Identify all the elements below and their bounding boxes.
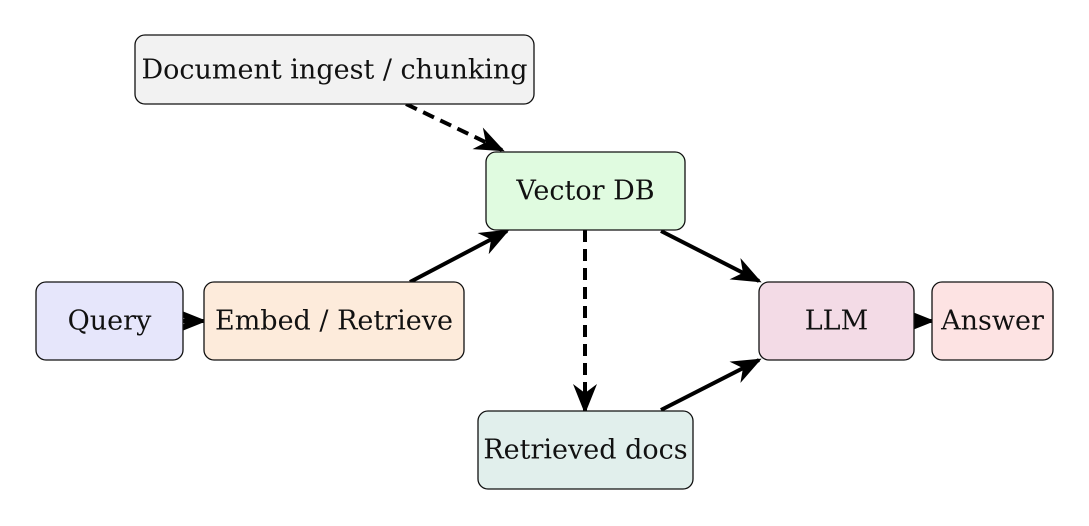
- node-answer-box: [931, 281, 1054, 361]
- edge-embed-to-vectordb: [409, 229, 510, 284]
- node-query-label: Query: [68, 306, 152, 337]
- node-query-box: [35, 281, 184, 361]
- node-query: Query: [35, 281, 184, 361]
- node-retrieved-docs: Retrieved docs: [477, 410, 694, 490]
- node-embed-retrieve-label: Embed / Retrieve: [215, 306, 453, 337]
- node-retrieved-docs-box: [477, 410, 694, 490]
- edge-vectordb-to-llm: [660, 229, 762, 283]
- node-embed-retrieve: Embed / Retrieve: [203, 281, 465, 361]
- node-vector-db-label: Vector DB: [515, 176, 654, 207]
- node-document-ingest: Document ingest / chunking: [134, 34, 535, 105]
- node-llm-box: [758, 281, 915, 361]
- edge-docs-to-llm: [660, 358, 762, 412]
- edge-ingest-to-vectordb: [405, 102, 505, 152]
- node-embed-retrieve-box: [203, 281, 465, 361]
- node-llm: LLM: [758, 281, 915, 361]
- node-vector-db-box: [485, 151, 686, 231]
- node-document-ingest-label: Document ingest / chunking: [141, 55, 527, 86]
- node-document-ingest-box: [134, 34, 535, 105]
- node-retrieved-docs-label: Retrieved docs: [483, 435, 687, 466]
- node-answer-label: Answer: [940, 306, 1044, 337]
- node-llm-label: LLM: [805, 306, 869, 337]
- node-vector-db: Vector DB: [485, 151, 686, 231]
- node-answer: Answer: [931, 281, 1054, 361]
